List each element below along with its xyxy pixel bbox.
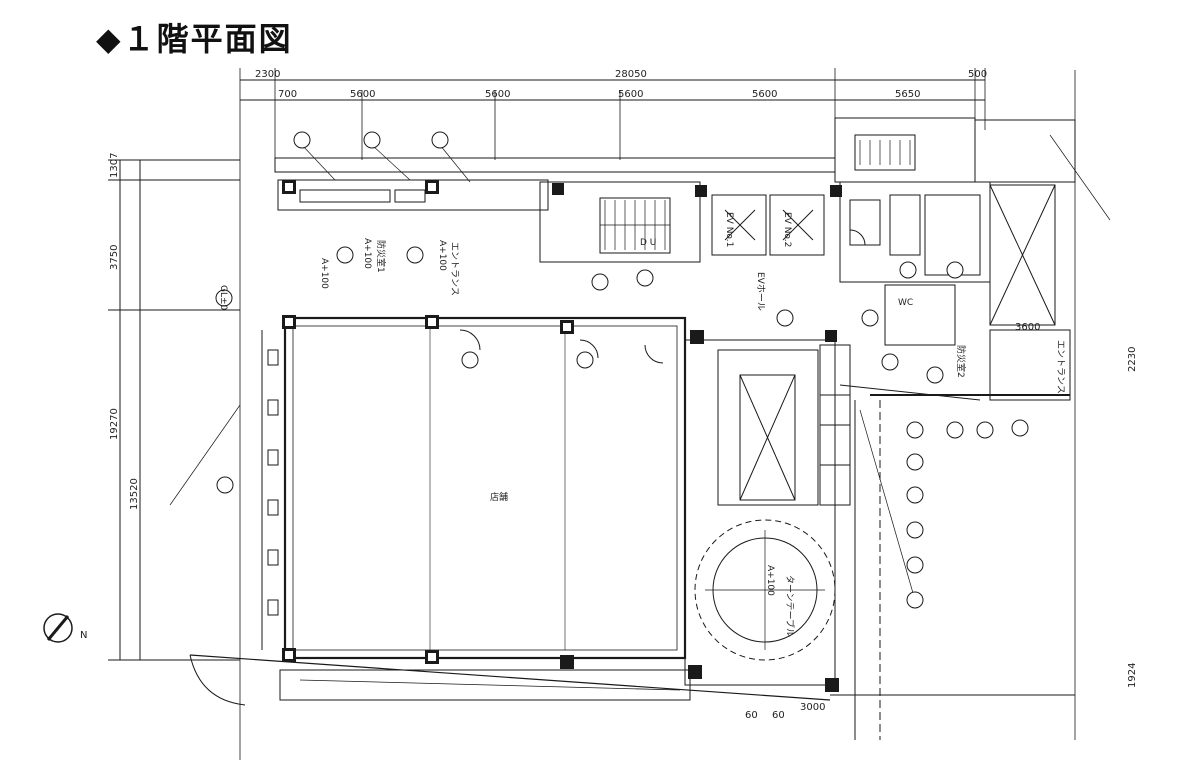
dim-left-3: 19270 bbox=[109, 408, 120, 440]
main-hall-outline bbox=[283, 316, 687, 660]
label-entrance-right: エントランス bbox=[1055, 340, 1066, 394]
dim-top-overall-right: 500 bbox=[968, 69, 987, 80]
dim-top-overall-mid: 28050 bbox=[615, 69, 647, 80]
label-room-2: 防災室2 bbox=[955, 345, 967, 378]
page-title: ◆１階平面図 bbox=[96, 20, 293, 58]
elevator-2 bbox=[769, 194, 825, 256]
stair-core bbox=[539, 181, 701, 263]
label-entrance-main: エントランス bbox=[449, 242, 460, 296]
label-ev2: EV No.2 bbox=[782, 212, 792, 247]
label-wc: WC bbox=[898, 298, 913, 308]
label-elev-b: A+100 bbox=[437, 240, 447, 271]
dim-top-span-2: 5600 bbox=[350, 89, 375, 100]
compass-north: N bbox=[80, 630, 87, 641]
elevator-1 bbox=[711, 194, 767, 256]
entrance-right bbox=[989, 329, 1071, 401]
label-gl: GL±0 bbox=[218, 285, 228, 311]
dim-top-span-6: 5650 bbox=[895, 89, 920, 100]
upper-bay-strip bbox=[277, 179, 549, 211]
label-turntable: ターンテーブル bbox=[784, 575, 796, 637]
wc-block bbox=[884, 284, 956, 346]
label-elev-c: A+100 bbox=[765, 565, 775, 596]
dim-top-span-3: 5600 bbox=[485, 89, 510, 100]
dim-left-4: 13520 bbox=[129, 478, 140, 510]
shaft-right bbox=[989, 184, 1056, 326]
dim-top-overall-left: 2300 bbox=[255, 69, 280, 80]
dim-inner: 3600 bbox=[1015, 322, 1040, 333]
dim-top-span-5: 5600 bbox=[752, 89, 777, 100]
dim-bottom-3000: 3000 bbox=[800, 702, 825, 713]
label-store: 店舗 bbox=[490, 491, 508, 503]
north-arrow-icon bbox=[43, 613, 73, 643]
dim-left-2: 3750 bbox=[109, 245, 120, 270]
lift-shaft bbox=[717, 349, 819, 506]
label-elev-d: A+100 bbox=[362, 238, 372, 269]
dim-right-2: 1924 bbox=[1127, 663, 1138, 688]
label-elev-a: A+100 bbox=[319, 258, 329, 289]
dim-top-span-4: 5600 bbox=[618, 89, 643, 100]
dim-right-1: 2230 bbox=[1127, 347, 1138, 372]
dim-top-span-1: 700 bbox=[278, 89, 297, 100]
label-stair: D U bbox=[640, 238, 656, 248]
dim-bottom-60a: 60 bbox=[745, 710, 758, 721]
parking-area bbox=[684, 339, 836, 686]
dim-left-1: 1307 bbox=[109, 153, 120, 178]
top-corridor bbox=[274, 157, 836, 173]
turntable-outer bbox=[694, 519, 836, 661]
label-ev1: EV No.1 bbox=[724, 212, 734, 247]
label-ev-hall: EVホール bbox=[755, 272, 766, 311]
label-room-1: 防災室1 bbox=[375, 240, 387, 273]
dim-bottom-60b: 60 bbox=[772, 710, 785, 721]
